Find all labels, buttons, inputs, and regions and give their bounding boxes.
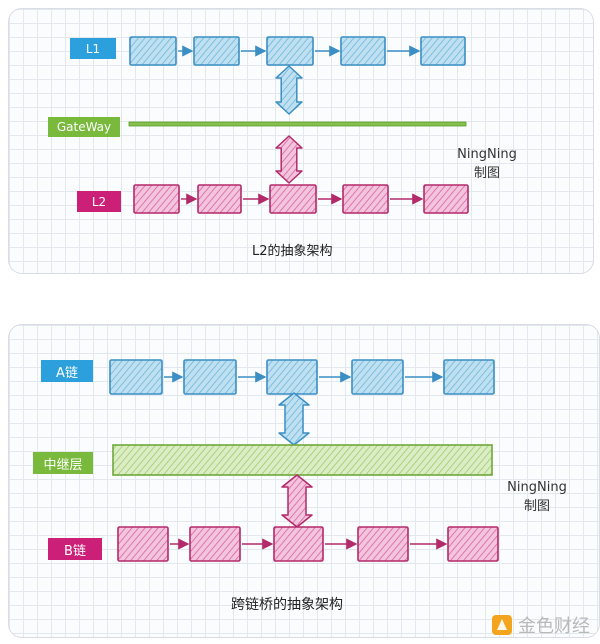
b-chain-block [117,526,169,562]
a-chain-block [351,359,404,395]
b-chain-block [357,526,409,562]
b-chain-label: B链 [48,538,102,560]
l2-block [342,184,389,214]
l1-block [129,36,177,66]
gateway-bar [128,121,467,127]
a-chain-block [443,359,495,395]
l1-layer-label: L1 [70,38,116,59]
a-chain-label: A链 [41,360,93,382]
a-chain-block [183,359,237,395]
up-down-arrow-pink [275,135,303,184]
watermark: 金色财经 [491,612,590,638]
b-chain-block [189,526,241,562]
a-chain-block [109,359,163,395]
signature-note: 制图 [523,499,550,514]
relay-layer-bar [112,444,493,476]
a-chain-block [266,359,318,395]
l2-layer-label: L2 [77,191,121,212]
up-down-arrow-blue [278,392,310,446]
l2-block [197,184,242,214]
signature-name: NingNing [457,147,517,162]
watermark-text: 金色财经 [518,616,590,637]
l2-block [133,184,180,214]
b-chain-block [273,526,324,562]
signature-note: 制图 [473,166,500,181]
bridge-caption: 跨链桥的抽象架构 [231,597,343,613]
relay-layer-label: 中继层 [33,452,93,474]
signature-name: NingNing [507,480,567,495]
l2-block [423,184,469,214]
signature: NingNing 制图 [448,145,526,183]
up-down-arrow-blue [275,65,303,115]
gateway-label: GateWay [48,117,120,137]
l1-block [266,36,314,66]
l1-block [193,36,240,66]
l1-block [420,36,466,66]
l2-caption: L2的抽象架构 [252,244,333,259]
b-chain-block [447,526,499,562]
l2-block [269,184,317,214]
l1-block [340,36,386,66]
up-down-arrow-pink [281,474,313,528]
jinse-logo-icon [492,615,512,635]
signature: NingNing 制图 [497,478,577,516]
